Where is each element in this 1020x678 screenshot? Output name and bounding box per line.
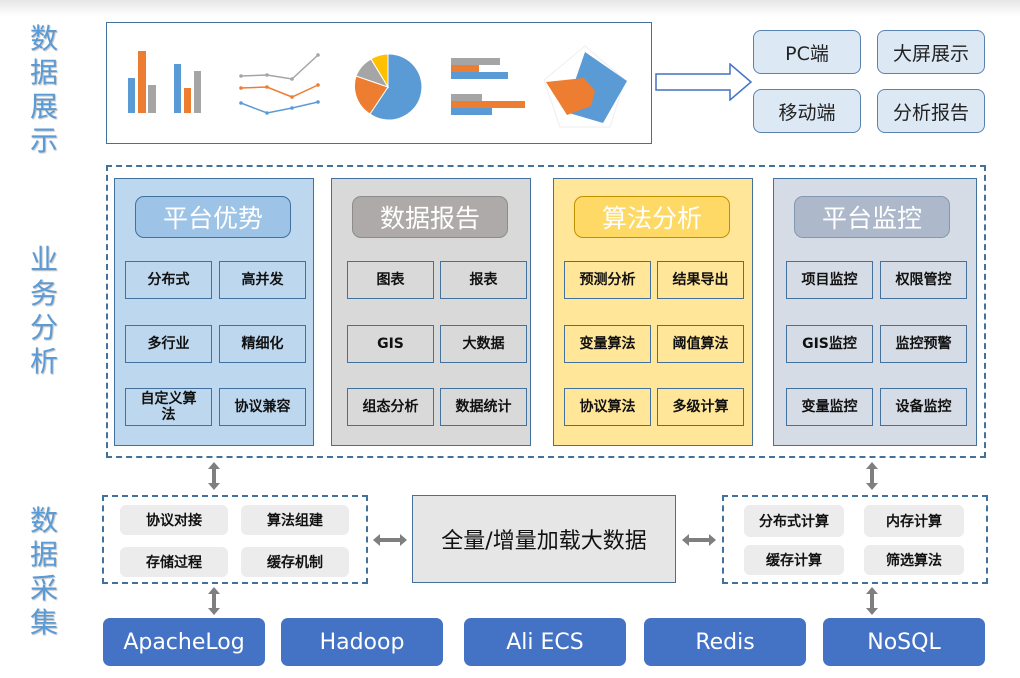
feature-cell[interactable]: 多级计算 [657, 388, 744, 426]
source-label: NoSQL [867, 629, 941, 655]
top-shadow [0, 0, 1020, 16]
center-label: 全量/增量加载大数据 [441, 529, 647, 554]
feature-cell[interactable]: 自定义算法 [125, 388, 212, 426]
panel-platform-monitoring: 平台监控 项目监控 权限管控 GIS监控 监控预警 变量监控 设备监控 [773, 178, 977, 446]
feature-cell[interactable]: 权限管控 [880, 261, 967, 299]
chart-types-box [106, 22, 652, 144]
collection-item[interactable]: 协议对接 [120, 505, 228, 535]
feature-cell[interactable]: 协议算法 [564, 388, 651, 426]
collection-item[interactable]: 存储过程 [120, 547, 228, 577]
source-apachelog[interactable]: ApacheLog [103, 618, 265, 666]
label-char: 分 [29, 311, 58, 344]
output-mobile[interactable]: 移动端 [753, 89, 861, 133]
output-label: 分析报告 [892, 101, 969, 124]
computing-item[interactable]: 内存计算 [864, 505, 964, 537]
source-label: ApacheLog [123, 629, 245, 655]
source-ali-ecs[interactable]: Ali ECS [464, 618, 626, 666]
label-char: 务 [29, 277, 58, 310]
feature-cell[interactable]: 变量监控 [786, 388, 873, 426]
collection-right-group: 分布式计算 内存计算 缓存计算 筛选算法 [722, 495, 988, 584]
right-arrow-icon [655, 63, 753, 101]
source-label: Ali ECS [506, 629, 584, 655]
label-char: 集 [29, 606, 58, 639]
output-label: 大屏展示 [892, 42, 969, 65]
panel-platform-advantages: 平台优势 分布式 高并发 多行业 精细化 自定义算法 协议兼容 [114, 178, 314, 446]
label-char: 展 [29, 90, 58, 123]
bar-chart-icon [128, 51, 201, 113]
source-label: Redis [695, 629, 755, 655]
pie-chart-icon [353, 53, 423, 121]
horizontal-bar-chart-icon [451, 58, 525, 115]
layer-label-display: 数 据 展 示 [22, 22, 66, 158]
output-pc[interactable]: PC端 [753, 30, 861, 74]
source-nosql[interactable]: NoSQL [823, 618, 985, 666]
feature-cell[interactable]: 数据统计 [440, 388, 527, 426]
chart-icons [128, 45, 627, 128]
source-redis[interactable]: Redis [644, 618, 806, 666]
vertical-double-arrow-icon [208, 462, 220, 490]
vertical-double-arrow-icon [866, 462, 878, 490]
feature-cell[interactable]: GIS [347, 325, 434, 363]
panel-title: 算法分析 [574, 196, 730, 238]
label-char: 数 [29, 504, 58, 537]
feature-cell[interactable]: 精细化 [219, 325, 306, 363]
panel-algorithm-analysis: 算法分析 预测分析 结果导出 变量算法 阈值算法 协议算法 多级计算 [553, 178, 753, 446]
feature-cell[interactable]: 大数据 [440, 325, 527, 363]
label-char: 数 [29, 22, 58, 55]
panel-title: 数据报告 [352, 196, 508, 238]
collection-left-group: 协议对接 算法组建 存储过程 缓存机制 [102, 495, 368, 584]
output-report[interactable]: 分析报告 [877, 89, 985, 133]
feature-cell[interactable]: 多行业 [125, 325, 212, 363]
feature-cell[interactable]: 项目监控 [786, 261, 873, 299]
feature-cell[interactable]: 图表 [347, 261, 434, 299]
source-hadoop[interactable]: Hadoop [281, 618, 443, 666]
vertical-double-arrow-icon [208, 587, 220, 615]
horizontal-double-arrow-icon [682, 534, 716, 546]
radar-chart-icon [543, 45, 627, 128]
feature-cell[interactable]: 变量算法 [564, 325, 651, 363]
panel-title: 平台监控 [794, 196, 950, 238]
label-char: 据 [29, 538, 58, 571]
feature-cell[interactable]: GIS监控 [786, 325, 873, 363]
label-char: 业 [29, 243, 58, 276]
full-incremental-load-box: 全量/增量加载大数据 [412, 495, 676, 583]
feature-cell[interactable]: 阈值算法 [657, 325, 744, 363]
label-char: 析 [29, 345, 58, 378]
source-label: Hadoop [319, 629, 405, 655]
output-label: 移动端 [778, 101, 836, 124]
feature-cell[interactable]: 高并发 [219, 261, 306, 299]
panel-data-report: 数据报告 图表 报表 GIS 大数据 组态分析 数据统计 [331, 178, 531, 446]
layer-label-collection: 数 据 采 集 [22, 504, 66, 640]
label-char: 采 [29, 572, 58, 605]
computing-item[interactable]: 缓存计算 [744, 545, 844, 575]
computing-item[interactable]: 分布式计算 [744, 505, 844, 537]
feature-cell[interactable]: 结果导出 [657, 261, 744, 299]
feature-cell[interactable]: 分布式 [125, 261, 212, 299]
business-analysis-frame [106, 165, 986, 458]
vertical-double-arrow-icon [866, 587, 878, 615]
line-chart-icon [239, 53, 320, 115]
panel-title: 平台优势 [135, 196, 291, 238]
label-char: 示 [29, 124, 58, 157]
output-big-screen[interactable]: 大屏展示 [877, 30, 985, 74]
label-char: 据 [29, 56, 58, 89]
output-label: PC端 [785, 42, 829, 65]
feature-cell[interactable]: 协议兼容 [219, 388, 306, 426]
feature-cell[interactable]: 监控预警 [880, 325, 967, 363]
feature-cell[interactable]: 预测分析 [564, 261, 651, 299]
computing-item[interactable]: 筛选算法 [864, 545, 964, 575]
collection-item[interactable]: 缓存机制 [241, 547, 349, 577]
feature-cell[interactable]: 设备监控 [880, 388, 967, 426]
feature-cell[interactable]: 报表 [440, 261, 527, 299]
feature-cell[interactable]: 组态分析 [347, 388, 434, 426]
collection-item[interactable]: 算法组建 [241, 505, 349, 535]
horizontal-double-arrow-icon [373, 534, 407, 546]
layer-label-analysis: 业 务 分 析 [22, 243, 66, 379]
